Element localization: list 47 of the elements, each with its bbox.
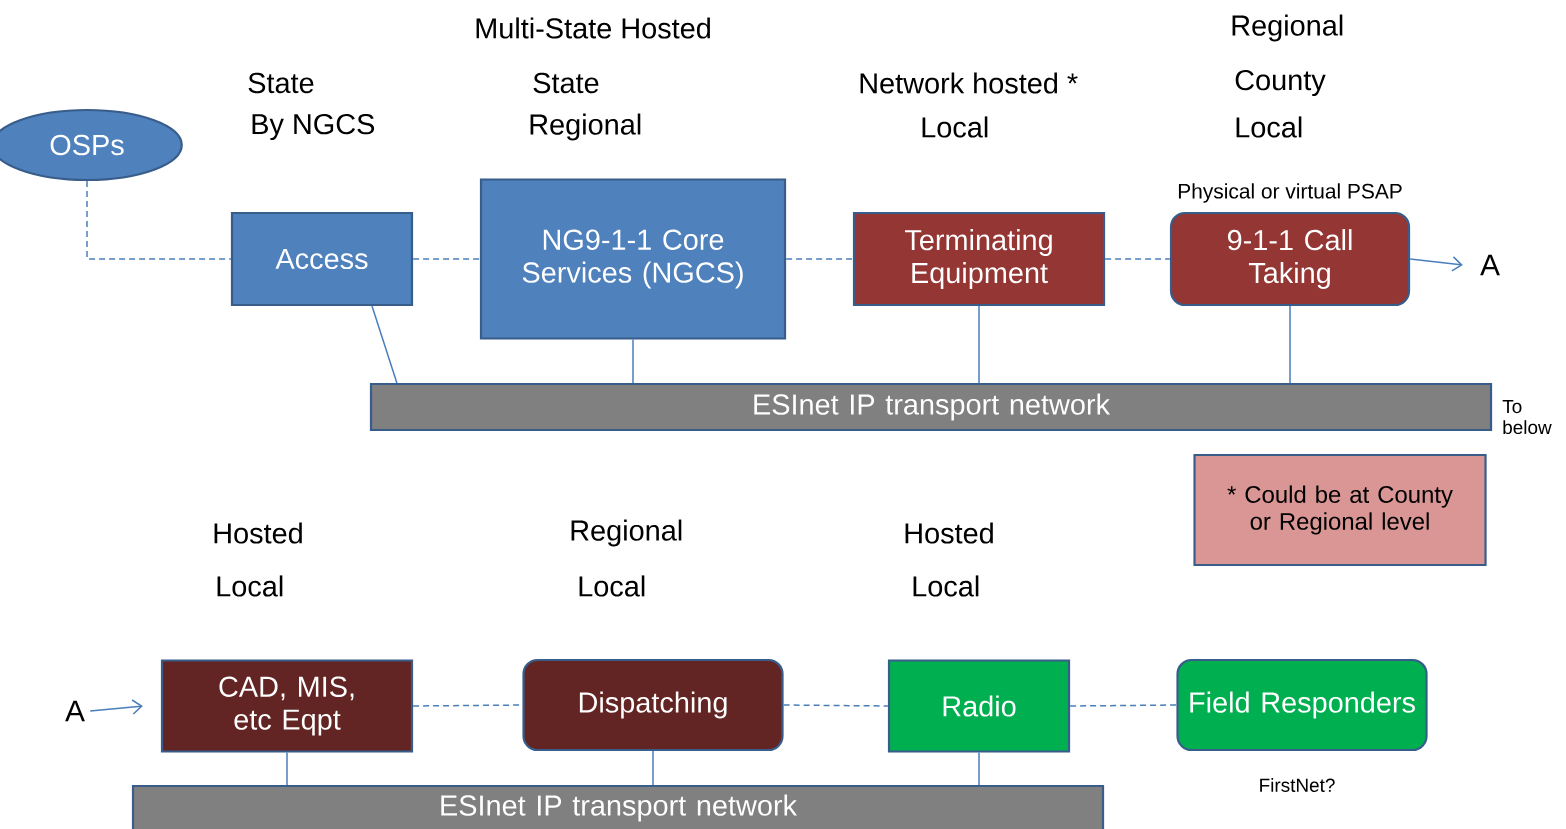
network-bar: ESInet IP transport network bbox=[131, 784, 1105, 829]
connector-line bbox=[632, 338, 634, 384]
connector-line bbox=[1069, 704, 1178, 707]
connector-line bbox=[371, 305, 398, 384]
connector-label: A bbox=[65, 700, 85, 722]
tier-label: Local bbox=[1236, 116, 1302, 138]
connector-line bbox=[1289, 305, 1291, 384]
connector-line bbox=[978, 751, 980, 786]
tier-label: Regional bbox=[1232, 14, 1343, 42]
process-box: NG9-1-1 Core Services (NGCS) bbox=[479, 178, 787, 340]
connector-line bbox=[1104, 258, 1171, 260]
connector-line bbox=[286, 751, 288, 786]
tier-label: Multi-State Hosted bbox=[476, 17, 710, 39]
tier-label: Hosted bbox=[214, 522, 302, 544]
tier-label: Local bbox=[913, 575, 979, 597]
rounded-box: Dispatching bbox=[522, 658, 784, 752]
tier-label: Regional bbox=[530, 113, 641, 141]
connector-line bbox=[652, 750, 654, 786]
tier-label: State bbox=[248, 72, 314, 94]
process-box: CAD, MIS, etc Eqpt bbox=[160, 659, 414, 753]
connector-line bbox=[978, 305, 980, 384]
arrow bbox=[89, 699, 143, 715]
annotation: Physical or virtual PSAP bbox=[1178, 183, 1402, 203]
rounded-box: Field Responders bbox=[1176, 658, 1428, 752]
connector-line bbox=[785, 258, 854, 260]
process-box: Access bbox=[230, 211, 414, 307]
annotation: FirstNet? bbox=[1260, 778, 1335, 792]
tier-label: Network hosted * bbox=[860, 72, 1078, 94]
process-box: Terminating Equipment bbox=[852, 211, 1106, 307]
note-box: * Could be at County or Regional level bbox=[1193, 453, 1487, 567]
tier-label: Local bbox=[579, 575, 645, 597]
tier-label: County bbox=[1235, 69, 1326, 97]
tier-label: Regional bbox=[571, 519, 682, 547]
tier-label: Local bbox=[217, 575, 283, 597]
tier-label: By NGCS bbox=[252, 113, 375, 141]
tier-label: Local bbox=[922, 116, 988, 138]
process-box: Radio bbox=[887, 659, 1071, 753]
connector-label: A bbox=[1480, 254, 1500, 276]
rounded-box: 9-1-1 Call Taking bbox=[1169, 211, 1411, 307]
network-bar: ESInet IP transport network bbox=[369, 382, 1493, 432]
arrow bbox=[1409, 256, 1463, 272]
tier-label: State bbox=[533, 72, 599, 94]
tier-label: Hosted bbox=[905, 522, 993, 544]
connector-line bbox=[86, 180, 232, 260]
connector-line bbox=[412, 258, 481, 260]
annotation: To below bbox=[1502, 399, 1552, 435]
connector-line bbox=[782, 704, 889, 707]
